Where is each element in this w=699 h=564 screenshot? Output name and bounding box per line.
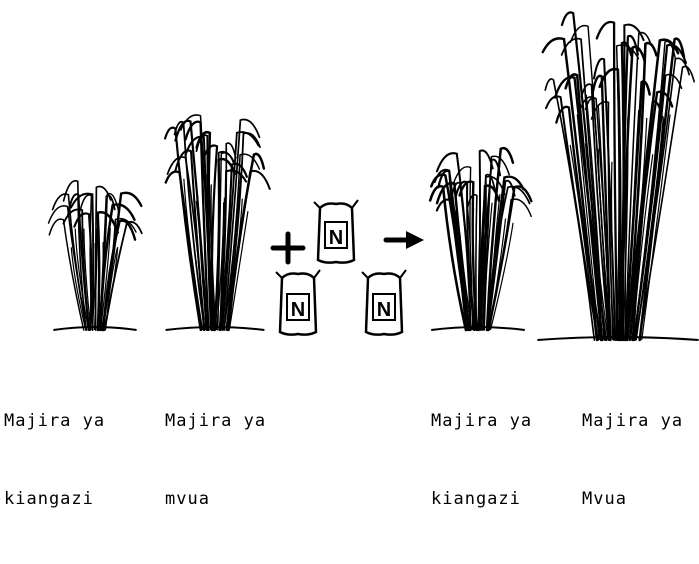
caption-line: mvua bbox=[165, 486, 266, 512]
caption-plant-1: Majira ya kiangazi bbox=[4, 356, 105, 564]
rice-plant-3 bbox=[430, 148, 531, 330]
caption-plant-4: Majira ya Mvua bbox=[582, 356, 683, 564]
caption-line: Majira ya bbox=[582, 408, 683, 434]
bag-letter: N bbox=[291, 299, 305, 321]
fertilizer-bag-right: N bbox=[362, 270, 406, 335]
caption-line: Majira ya bbox=[165, 408, 266, 434]
caption-line: Mvua bbox=[582, 486, 683, 512]
bag-letter: N bbox=[377, 299, 391, 321]
arrow-icon bbox=[386, 231, 424, 249]
caption-line: kiangazi bbox=[431, 486, 532, 512]
leaf-stroke bbox=[184, 179, 203, 330]
rice-plant-2 bbox=[165, 115, 270, 330]
caption-line: kiangazi bbox=[4, 486, 105, 512]
fertilizer-bag-top: N bbox=[314, 200, 358, 263]
caption-line: Majira ya bbox=[4, 408, 105, 434]
caption-plant-2: Majira ya mvua bbox=[165, 356, 266, 564]
illustration: N N N Majira ya kiangazi Majira ya mvua … bbox=[0, 0, 699, 418]
rice-plant-4 bbox=[537, 12, 698, 340]
rice-plant-1 bbox=[49, 181, 142, 330]
caption-line: Majira ya bbox=[431, 408, 532, 434]
bag-letter: N bbox=[329, 227, 343, 249]
fertilizer-bag-left: N bbox=[276, 270, 320, 335]
caption-plant-3: Majira ya kiangazi bbox=[431, 356, 532, 564]
plus-sign bbox=[273, 234, 303, 262]
